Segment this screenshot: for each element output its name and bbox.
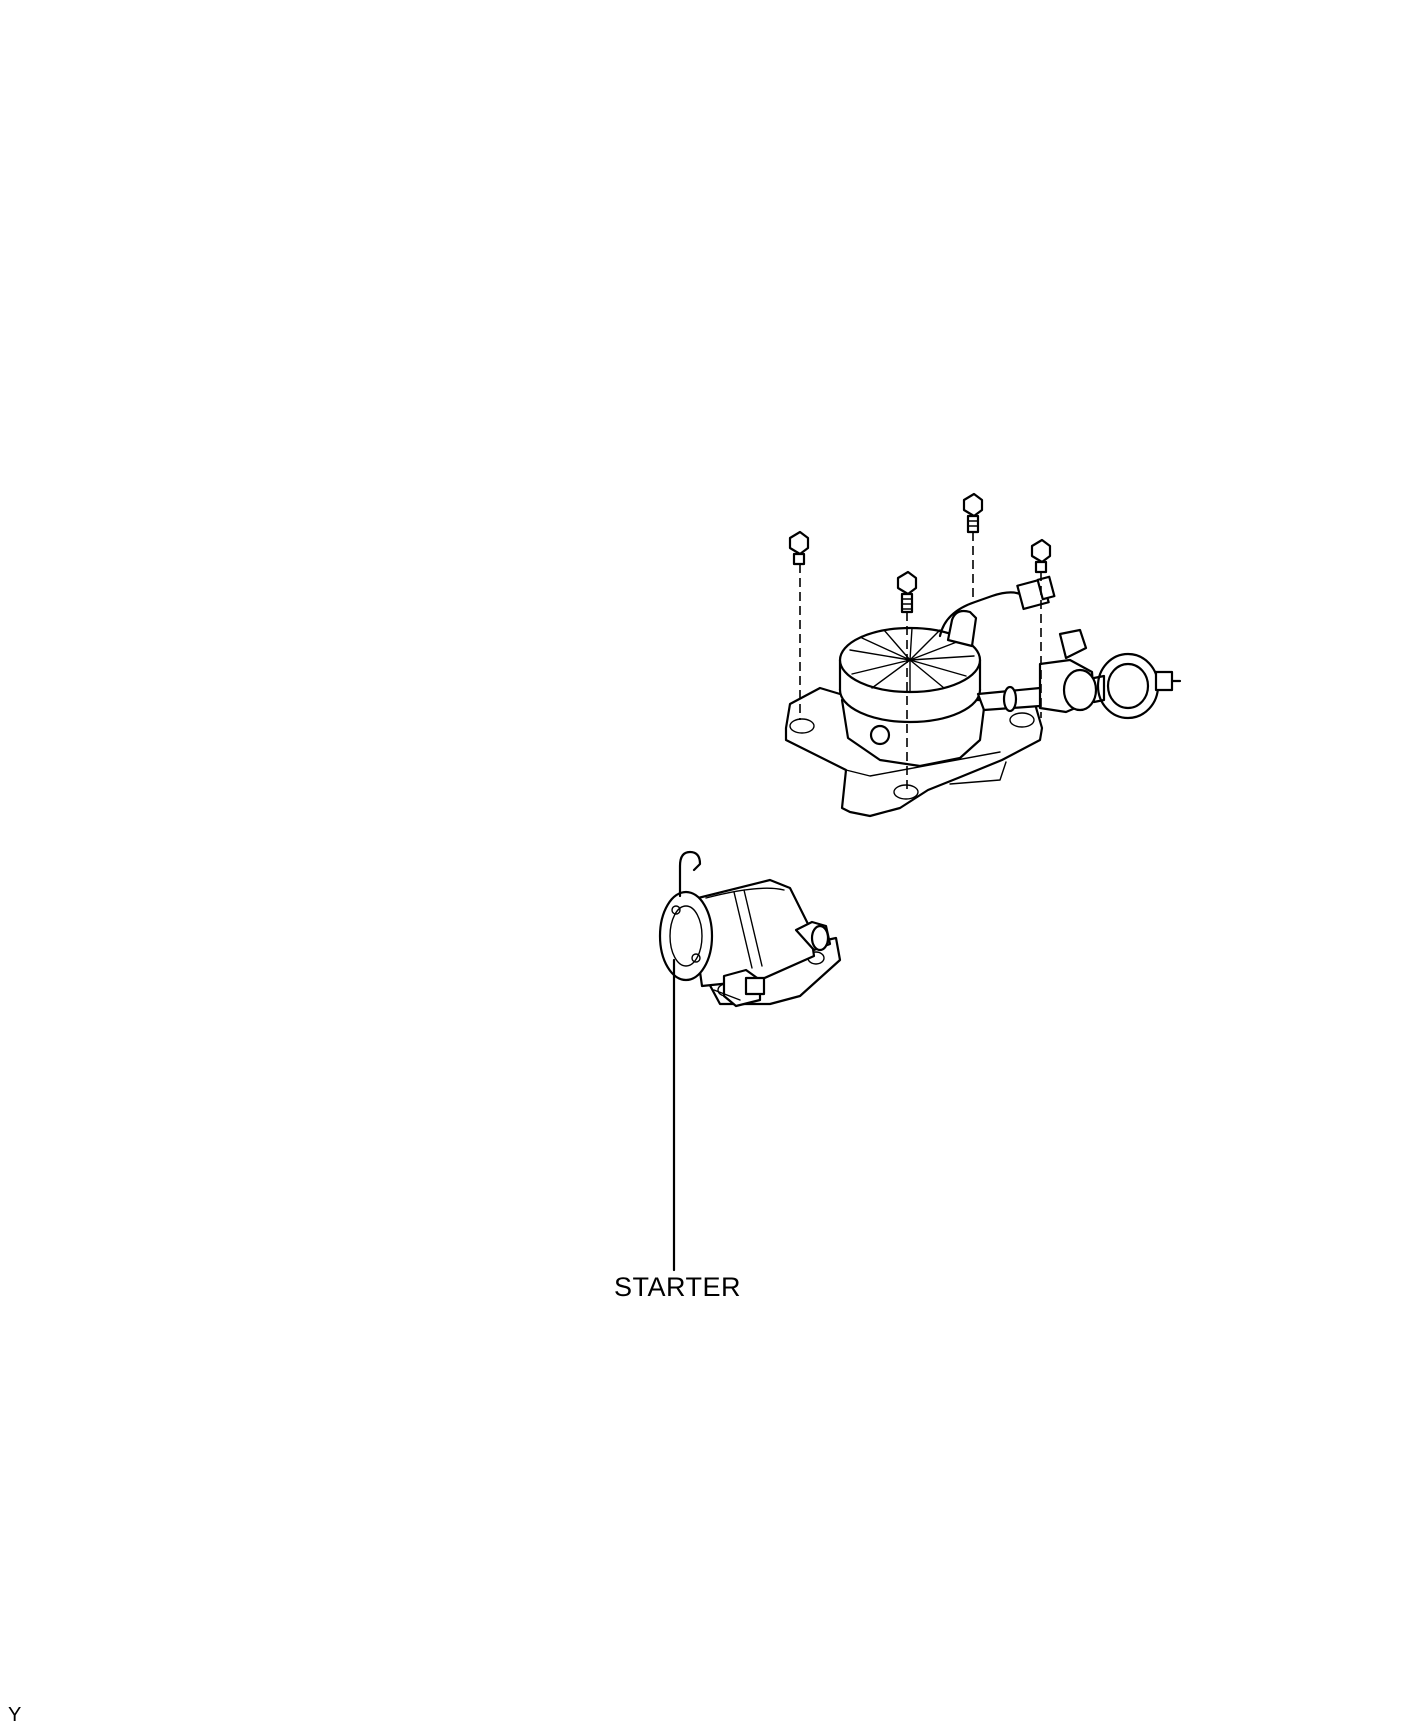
air-pump-assembly (784, 575, 1182, 818)
bolt-top-right (1030, 538, 1052, 574)
bolt-top-high (962, 492, 984, 534)
bolt-top-center (896, 570, 918, 614)
pump-ribs (849, 627, 975, 693)
figure-code: Y (8, 1704, 22, 1726)
bolt-top-left (788, 530, 810, 566)
starter-label: STARTER (614, 1272, 742, 1302)
starter-assembly (658, 850, 842, 1008)
